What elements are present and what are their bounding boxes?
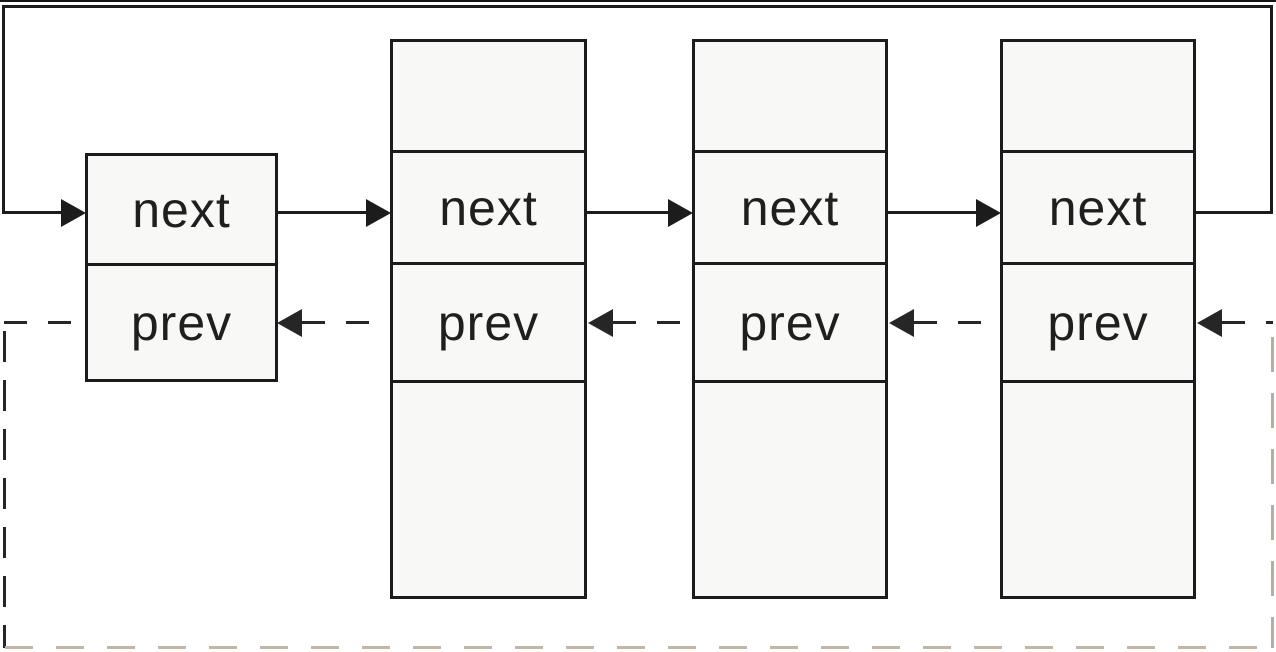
node2-prev-label: prev bbox=[437, 294, 540, 351]
node3-prev-label: prev bbox=[739, 294, 841, 351]
next-arrow-node1-to-node2 bbox=[276, 211, 366, 214]
node4-data-cell-bottom bbox=[1003, 383, 1193, 596]
next-loop-right-line bbox=[1270, 5, 1273, 214]
next-loop-top-line bbox=[2, 5, 1273, 8]
node2-next-cell: next bbox=[393, 153, 584, 265]
node4-data-cell-top bbox=[1003, 42, 1193, 153]
prev-loop-left-line bbox=[3, 331, 6, 648]
node2-prev-cell: prev bbox=[393, 265, 584, 383]
node2-next-label: next bbox=[439, 179, 538, 236]
node4-prev-label: prev bbox=[1047, 294, 1149, 351]
prev-arrow-node2-to-node1 bbox=[302, 321, 390, 324]
node3-data-cell-bottom bbox=[695, 383, 885, 596]
next-arrow-node3-to-node4 bbox=[886, 211, 976, 214]
prev-arrow-node4-to-node3 bbox=[914, 321, 1000, 324]
node1-next-label: next bbox=[132, 181, 231, 238]
next-arrow-node2-to-node3 bbox=[585, 211, 668, 214]
node3-prev-cell: prev bbox=[695, 265, 885, 383]
node2-data-cell-top bbox=[393, 42, 584, 153]
top-edge-line bbox=[0, 0, 1276, 2]
prev-arrow-node3-to-node2 bbox=[613, 321, 692, 324]
node1-prev-label: prev bbox=[130, 294, 233, 351]
node4-next-cell: next bbox=[1003, 153, 1193, 265]
list-node-3: next prev bbox=[692, 39, 888, 599]
list-node-4: next prev bbox=[1000, 39, 1196, 599]
node4-prev-cell: prev bbox=[1003, 265, 1193, 383]
node3-next-cell: next bbox=[695, 153, 885, 265]
prev-loop-right-line bbox=[1271, 337, 1274, 648]
node2-data-cell-bottom bbox=[393, 383, 584, 596]
node3-next-label: next bbox=[740, 179, 840, 236]
next-loop-left-line bbox=[2, 5, 5, 214]
next-line-node4-to-edge bbox=[1194, 211, 1273, 214]
prev-loop-bottom-line bbox=[5, 646, 1272, 649]
next-arrow-loop-into-node1 bbox=[2, 211, 61, 214]
list-node-1: next prev bbox=[85, 153, 278, 382]
node3-data-cell-top bbox=[695, 42, 885, 153]
list-node-2: next prev bbox=[390, 39, 587, 599]
node4-next-label: next bbox=[1048, 179, 1148, 236]
prev-arrow-loop-into-node4 bbox=[1222, 321, 1273, 324]
node1-next-cell: next bbox=[88, 156, 275, 266]
node1-prev-cell: prev bbox=[88, 266, 275, 379]
prev-dash-out-of-node1 bbox=[4, 321, 85, 324]
